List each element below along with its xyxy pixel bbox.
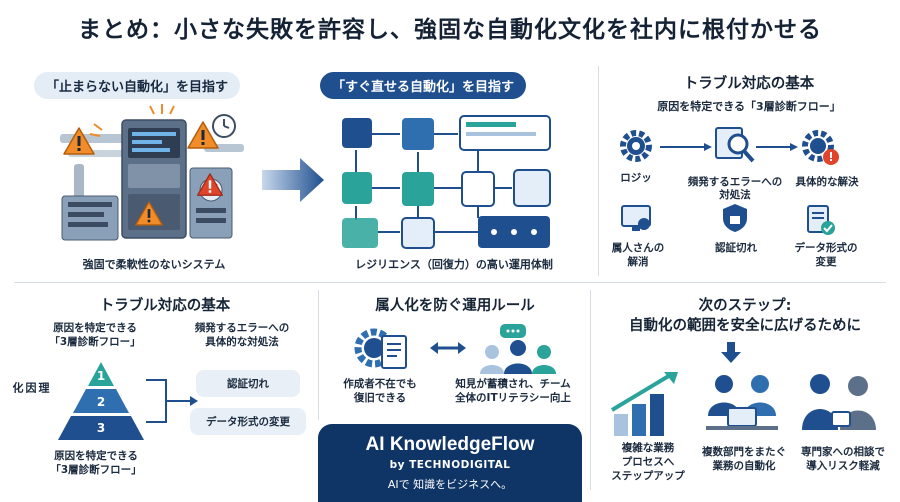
- next-step-1-line-3: ステップアップ: [611, 470, 685, 482]
- rule-right-line-1: 知見が蓄積され、チーム: [455, 378, 571, 390]
- label-concrete-solution: 具体的な解決: [795, 176, 859, 188]
- tag-auth-expiry: 認証切れ: [196, 370, 300, 397]
- workflow-illustration: [342, 115, 551, 249]
- down-arrow-icon: [721, 342, 741, 363]
- next-step-1-line-2: プロセスへ: [621, 456, 675, 468]
- page-title: まとめ：小さな失敗を許容し、強固な自動化文化を社内に根付かせる: [78, 17, 822, 43]
- next-step-2-line-1: 複数部門をまたぐ: [702, 446, 786, 458]
- team-meeting-icon: [706, 375, 778, 430]
- label-person-dependency-1: 属人さんの: [611, 242, 665, 254]
- resilient-system-pill: 「すぐ直せる自動化」を目指す: [320, 72, 527, 99]
- pyramid-level-1: 1: [96, 369, 106, 383]
- tag-data-format: データ形式の変更: [190, 408, 306, 435]
- diagnosis-flow-label-1: 原因を特定できる: [53, 322, 137, 334]
- warning-icon: [63, 127, 95, 155]
- brand-name: AI KnowledgeFlow: [365, 434, 535, 455]
- gear-document-icon: [354, 328, 407, 369]
- rigid-system-caption: 強固で柔軟性のないシステム: [82, 258, 226, 271]
- divider-vertical-bottom-1: [318, 290, 319, 420]
- diagnosis-flow-bottom-2: 「3層診断フロー」: [50, 464, 142, 476]
- pyramid-level-2: 2: [96, 395, 106, 409]
- label-auth-expiry: 認証切れ: [715, 242, 757, 254]
- divider-vertical-top: [598, 66, 599, 276]
- rule-right-line-2: 全体のITリテラシー向上: [455, 392, 571, 404]
- flow-arrows: [660, 143, 798, 151]
- brand-banner: AI KnowledgeFlow by TECHNODIGITAL AIで 知識…: [318, 424, 582, 502]
- troubleshooting-bottom-header: トラブル対応の基本: [99, 298, 231, 314]
- next-steps-header-1: 次のステップ:: [698, 298, 792, 314]
- bidirectional-arrow-icon: [430, 342, 466, 354]
- rigid-system-pill: 「止まらない自動化」を目指す: [34, 72, 241, 99]
- resilient-system-caption: レジリエンス（回復力）の高い運用体制: [355, 258, 553, 271]
- frequent-errors-label-2: 具体的な対処法: [205, 336, 279, 348]
- brand-tagline: AIで 知識をビジネスへ。: [387, 478, 513, 491]
- next-step-3-line-2: 導入リスク軽減: [806, 460, 880, 472]
- next-steps-header-2: 自動化の範囲を安全に広げるために: [629, 318, 861, 334]
- divider-vertical-bottom-2: [590, 290, 591, 490]
- rule-left-line-1: 作成者不在でも: [343, 378, 417, 390]
- troubleshooting-top-subheader: 原因を特定できる「3層診断フロー」: [657, 100, 841, 113]
- label-logic: ロジッ: [620, 172, 652, 184]
- warning-icon: [135, 201, 163, 226]
- monitor-icon: [621, 205, 651, 231]
- shield-icon: [723, 204, 747, 232]
- gear-alert-icon: [802, 130, 839, 165]
- diagnosis-flow-bottom-1: 原因を特定できる: [54, 450, 138, 462]
- troubleshooting-top-header: トラブル対応の基本: [683, 76, 815, 92]
- label-data-format-2: 変更: [815, 256, 837, 268]
- pyramid-vertical-label: 理因化: [11, 382, 50, 393]
- diagnosis-flow-label-2: 「3層診断フロー」: [49, 336, 141, 348]
- next-step-2-line-2: 業務の自動化: [712, 460, 776, 472]
- brand-by: by TECHNODIGITAL: [389, 459, 511, 471]
- operation-rules-header: 属人化を防ぐ運用ルール: [375, 298, 535, 314]
- transition-arrow-icon: [262, 158, 324, 202]
- person-icon: [802, 374, 876, 430]
- next-step-1-line-1: 複雑な業務: [621, 442, 675, 454]
- rule-left-line-2: 復旧できる: [353, 392, 407, 404]
- search-icon: [715, 127, 755, 163]
- warning-icon: [197, 173, 223, 196]
- label-data-format-1: データ形式の: [794, 242, 858, 254]
- pyramid-level-3: 3: [96, 421, 106, 435]
- team-icon: [480, 324, 556, 374]
- document-check-icon: [807, 205, 835, 235]
- next-step-3-line-1: 専門家への相談で: [801, 446, 885, 458]
- warning-icon: [187, 121, 219, 149]
- divider-horizontal: [14, 282, 886, 283]
- frequent-errors-label-1: 頻発するエラーへの: [194, 322, 290, 334]
- chart-arrow-icon: [610, 372, 678, 436]
- pyramid-icon: [58, 362, 144, 440]
- gear-icon: [620, 130, 652, 162]
- label-person-dependency-2: 解消: [627, 256, 649, 268]
- connector-lines: [146, 379, 198, 423]
- label-frequent-errors-2: 対処法: [719, 189, 751, 201]
- label-frequent-errors-1: 頻発するエラーへの: [687, 176, 783, 188]
